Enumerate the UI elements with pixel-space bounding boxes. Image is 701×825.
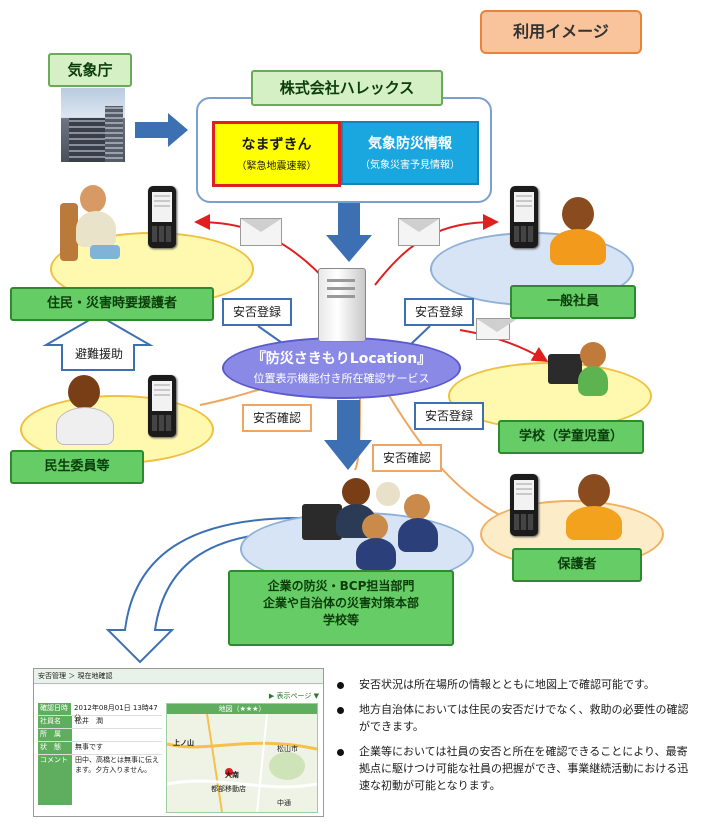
bullet-item: 地方自治体においては住民の安否だけでなく、救助の必要性の確認ができます。 <box>337 701 692 735</box>
safety-register-right: 安否登録 <box>404 298 474 326</box>
row-value: 松井 潤 <box>75 717 103 725</box>
evacuation-support-label: 避難援助 <box>74 347 123 361</box>
mail-icon-right <box>398 218 440 246</box>
phone-icon-residents <box>148 186 176 248</box>
safety-register-school: 安否登録 <box>414 402 484 430</box>
hq-staff-group-icon <box>302 478 452 572</box>
hq-label-line3: 学校等 <box>322 613 359 627</box>
map-roads <box>167 714 317 812</box>
screenshot-link: ▶ 表示ページ ▼ <box>268 692 319 700</box>
weather-subtitle: （気象災害予見情報） <box>360 160 460 171</box>
hq-label-line2: 企業や自治体の災害対策本部 <box>262 596 419 610</box>
row-value: 無事です <box>75 743 103 751</box>
server-icon <box>318 268 366 342</box>
weather-title: 気象防災情報 <box>368 136 452 152</box>
map-header: 地図（★★★） <box>167 704 317 714</box>
row-label: 確認日時 <box>38 703 72 715</box>
service-title: 『防災さきもりLocation』 <box>251 351 432 367</box>
map-label: 大南 <box>225 771 239 779</box>
map-label: 松山市 <box>277 745 298 753</box>
namazu-subtitle: （緊急地震速報） <box>236 161 317 172</box>
weather-box: 気象防災情報 （気象災害予見情報） <box>341 121 479 185</box>
jma-building-image <box>61 88 125 162</box>
map-label: 都部移動店 <box>211 785 246 793</box>
mail-icon-school <box>476 318 517 340</box>
elderly-person-icon <box>60 185 130 265</box>
namazu-title: なまずきん <box>241 137 312 153</box>
service-ellipse: 『防災さきもりLocation』 位置表示機能付き所在確認サービス <box>222 337 461 399</box>
screenshot-header-bar: 安否管理 ＞ 現在地確認 <box>34 669 323 684</box>
bullet-item: 企業等においては社員の安否と所在を確認できることにより、最寄拠点に駆けつけ可能な… <box>337 743 692 794</box>
title-badge: 利用イメージ <box>480 10 642 54</box>
company-name: 株式会社ハレックス <box>251 70 443 106</box>
welfare-person-icon <box>56 375 114 445</box>
bullet-item: 安否状況は所在場所の情報とともに地図上で確認可能です。 <box>337 676 692 693</box>
arrow-evacuation-support <box>42 313 154 371</box>
row-value: 田中、高橋とは無事に伝え ます。夕方入りません。 <box>75 756 159 774</box>
jma-label: 気象庁 <box>48 53 132 87</box>
safety-confirm-center: 安否確認 <box>372 444 442 472</box>
screenshot-map: 地図（★★★） 上ノ山 大南 都部移動店 松山市 中通 <box>166 703 318 813</box>
arrow-service-to-hq <box>324 400 372 470</box>
phone-icon-staff <box>510 186 538 248</box>
red-arrow-school <box>459 329 549 363</box>
row-label: 状 態 <box>38 742 72 754</box>
row-label: コメント <box>38 755 72 805</box>
hq-label: 企業の防災・BCP担当部門 企業や自治体の災害対策本部 学校等 <box>228 570 454 646</box>
hq-label-line1: 企業の防災・BCP担当部門 <box>267 579 415 593</box>
arrow-jma-to-company <box>135 113 188 147</box>
phone-icon-guardian <box>510 474 538 536</box>
row-value <box>72 729 75 741</box>
screenshot-breadcrumb: 安否管理 ＞ 現在地確認 <box>38 672 113 680</box>
row-value: 2012年08月01日 13時47分 <box>74 704 158 722</box>
row-label: 社員名 <box>38 716 72 728</box>
student-at-computer-icon <box>548 342 608 402</box>
residents-label: 住民・災害時要援護者 <box>10 287 214 321</box>
general-staff-label: 一般社員 <box>510 285 636 319</box>
map-label: 中通 <box>277 799 291 807</box>
row-label: 所 属 <box>38 729 72 741</box>
welfare-label: 民生委員等 <box>10 450 144 484</box>
school-label: 学校（学童児童） <box>498 420 644 454</box>
service-subtitle: 位置表示機能付き所在確認サービス <box>253 372 430 385</box>
guardian-label: 保護者 <box>512 548 642 582</box>
guardian-person-icon <box>566 474 622 540</box>
map-label: 上ノ山 <box>173 739 194 747</box>
namazu-box: なまずきん （緊急地震速報） <box>212 121 341 187</box>
feature-bullets: 安否状況は所在場所の情報とともに地図上で確認可能です。 地方自治体においては住民… <box>337 676 692 802</box>
safety-confirm-left: 安否確認 <box>242 404 312 432</box>
phone-icon-welfare <box>148 375 176 437</box>
staff-person-icon <box>550 197 606 265</box>
mail-icon-left <box>240 218 282 246</box>
safety-register-left: 安否登録 <box>222 298 292 326</box>
arrow-company-to-server <box>326 195 372 262</box>
